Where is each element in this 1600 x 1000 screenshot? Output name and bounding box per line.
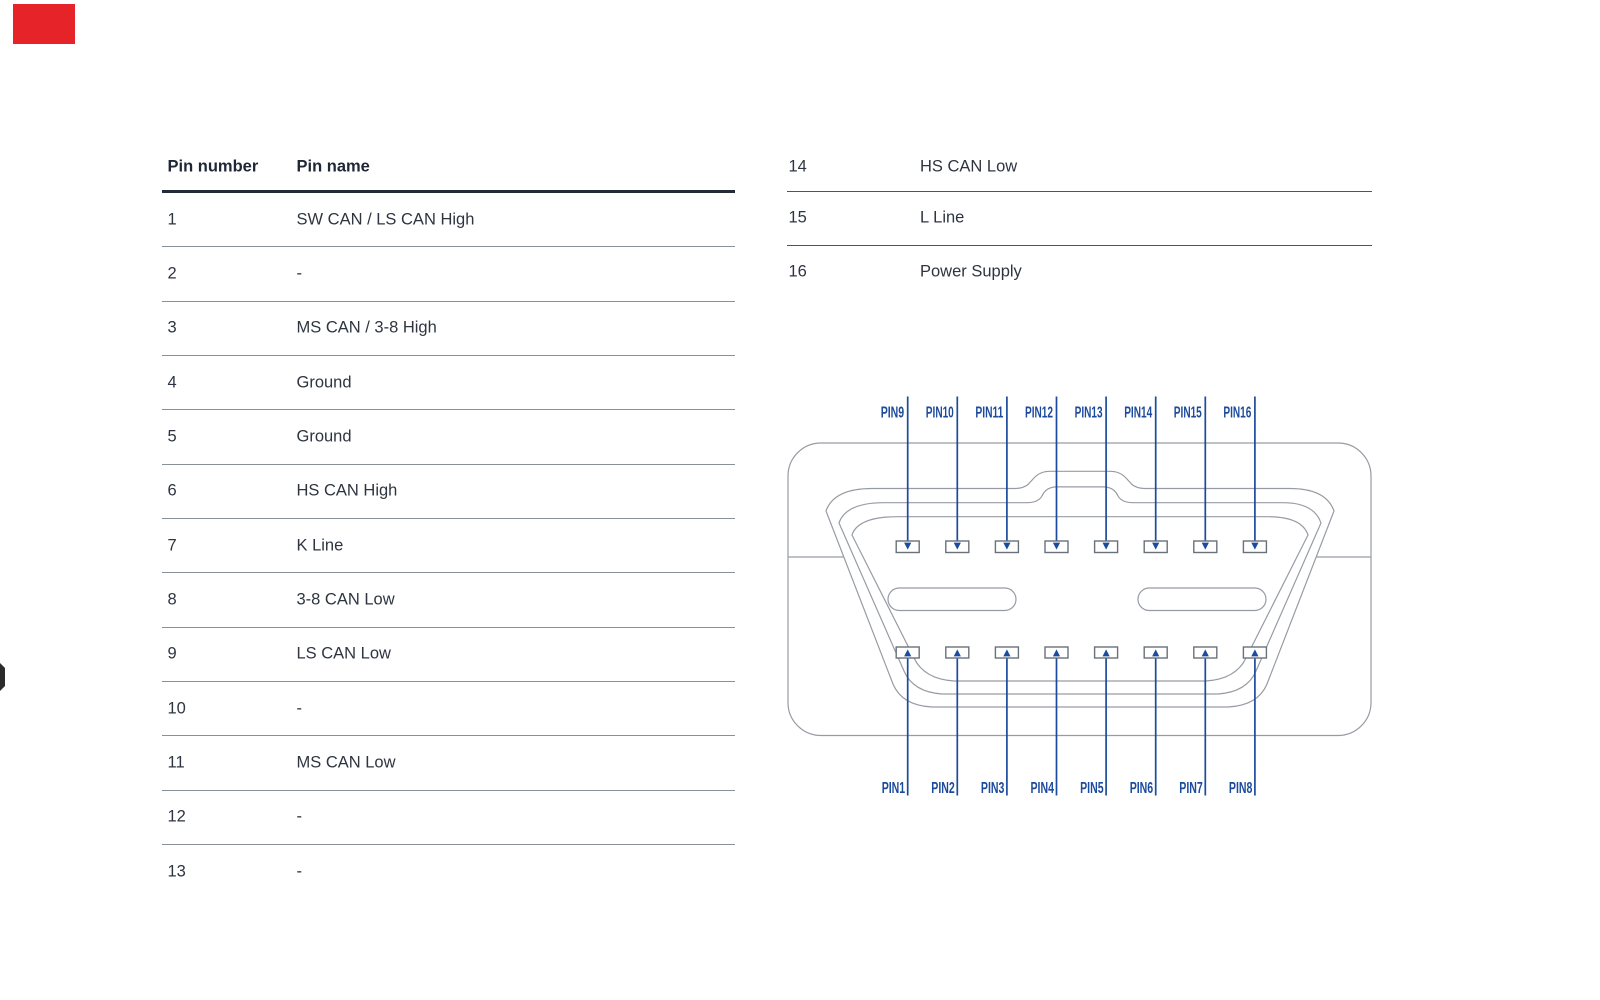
pin-label-top: PIN15 — [1174, 405, 1202, 422]
pin-number: 8 — [167, 590, 177, 609]
pin-marker-PIN14: PIN14 — [1124, 396, 1168, 554]
table-row: 11 MS CAN Low — [162, 736, 735, 791]
pin-label-top: PIN13 — [1075, 405, 1103, 422]
pin-number: 7 — [167, 536, 177, 555]
pin-number: 10 — [167, 699, 186, 718]
table-row: 7 K Line — [162, 519, 735, 574]
table-row: 12 - — [162, 791, 735, 845]
pin-name: Ground — [296, 373, 352, 392]
pin-name: - — [296, 264, 303, 283]
pin-label-bottom: PIN8 — [1229, 780, 1253, 797]
pinout-table-right: 14 HS CAN Low 15 L Line 16 Power Supply — [787, 144, 1372, 299]
pin-label-top: PIN9 — [881, 405, 905, 422]
table-row: 5 Ground — [162, 410, 735, 465]
pin-name: - — [296, 862, 303, 881]
table-row: 13 - — [162, 845, 735, 898]
bezel-middle-outline — [838, 486, 1322, 695]
pin-marker-PIN9: PIN9 — [881, 396, 920, 554]
pin-marker-PIN12: PIN12 — [1025, 396, 1069, 554]
table-row: 14 HS CAN Low — [787, 144, 1372, 192]
pin-name: SW CAN / LS CAN High — [296, 210, 475, 229]
pin-marker-PIN10: PIN10 — [926, 396, 970, 554]
pin-label-top: PIN11 — [975, 405, 1003, 422]
pin-name: MS CAN Low — [296, 753, 396, 772]
pin-name: MS CAN / 3-8 High — [296, 318, 437, 337]
left-edge-mark — [0, 663, 5, 691]
pin-number: 3 — [167, 318, 177, 337]
key-slot-left — [887, 587, 1017, 612]
pin-label-top: PIN14 — [1124, 405, 1152, 422]
pin-name: Power Supply — [920, 262, 1022, 281]
pin-number: 2 — [167, 264, 177, 283]
table-row: 10 - — [162, 682, 735, 737]
pin-number: 16 — [788, 262, 807, 281]
table-row: 16 Power Supply — [787, 246, 1372, 299]
pin-number: 11 — [167, 753, 185, 772]
pin-label-bottom: PIN2 — [931, 780, 955, 797]
col-header-pin-number: Pin number — [167, 157, 259, 176]
table-row: 3 MS CAN / 3-8 High — [162, 302, 735, 356]
pin-marker-PIN2: PIN2 — [931, 646, 970, 797]
pin-label-bottom: PIN3 — [981, 780, 1005, 797]
pin-name: - — [296, 807, 303, 826]
pin-name: HS CAN High — [296, 481, 398, 500]
table-row: 4 Ground — [162, 356, 735, 411]
pin-marker-PIN11: PIN11 — [975, 396, 1020, 554]
pinout-table-left: Pin number Pin name 1 SW CAN / LS CAN Hi… — [162, 144, 735, 898]
table-row: 2 - — [162, 247, 735, 302]
col-header-pin-name: Pin name — [296, 157, 370, 176]
pin-marker-PIN15: PIN15 — [1174, 396, 1218, 554]
pin-label-bottom: PIN4 — [1031, 780, 1055, 797]
red-marker — [13, 4, 75, 44]
pin-number: 6 — [167, 481, 177, 500]
pin-marker-PIN1: PIN1 — [882, 646, 920, 797]
pin-marker-PIN7: PIN7 — [1179, 646, 1218, 797]
key-slot-right — [1137, 587, 1267, 612]
pin-label-top: PIN12 — [1025, 405, 1053, 422]
pin-number: 14 — [788, 157, 807, 176]
pin-name: - — [296, 699, 303, 718]
pin-label-bottom: PIN5 — [1080, 780, 1104, 797]
pin-marker-PIN6: PIN6 — [1130, 646, 1168, 797]
pin-label-bottom: PIN1 — [882, 780, 906, 797]
pin-name: LS CAN Low — [296, 644, 391, 663]
table-row: 6 HS CAN High — [162, 465, 735, 519]
pin-name: L Line — [920, 208, 965, 227]
pin-number: 9 — [167, 644, 177, 663]
pin-name: Ground — [296, 427, 352, 446]
pin-number: 15 — [788, 208, 807, 227]
pin-number: 1 — [167, 210, 177, 229]
pin-label-top: PIN16 — [1223, 405, 1251, 422]
pin-marker-PIN16: PIN16 — [1223, 396, 1268, 554]
pin-label-bottom: PIN7 — [1179, 780, 1203, 797]
table-row: 9 LS CAN Low — [162, 628, 735, 682]
table-row: 8 3-8 CAN Low — [162, 573, 735, 628]
pin-marker-PIN3: PIN3 — [981, 646, 1020, 797]
bezel-outer-outline — [825, 470, 1335, 708]
table-row: 15 L Line — [787, 192, 1372, 246]
pin-number: 12 — [167, 807, 186, 826]
pin-marker-PIN5: PIN5 — [1080, 646, 1119, 797]
pin-label-bottom: PIN6 — [1130, 780, 1154, 797]
pin-number: 13 — [167, 862, 186, 881]
pin-marker-PIN13: PIN13 — [1075, 396, 1119, 554]
pin-marker-PIN8: PIN8 — [1229, 646, 1268, 797]
pin-number: 4 — [167, 373, 177, 392]
pin-number: 5 — [167, 427, 177, 446]
table-header-row: Pin number Pin name — [162, 144, 735, 193]
pin-marker-PIN4: PIN4 — [1031, 646, 1069, 797]
table-row: 1 SW CAN / LS CAN High — [162, 193, 735, 248]
pin-name: 3-8 CAN Low — [296, 590, 395, 609]
pin-name: K Line — [296, 536, 344, 555]
pin-name: HS CAN Low — [920, 157, 1018, 176]
pin-label-top: PIN10 — [926, 405, 954, 422]
